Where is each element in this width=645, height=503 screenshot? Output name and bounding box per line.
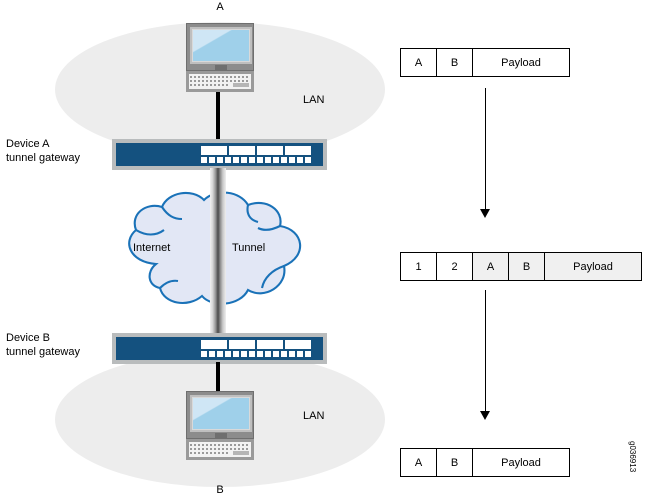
monitor-neck xyxy=(215,65,227,70)
monitor-bezel xyxy=(190,395,252,432)
device-b-chassis xyxy=(112,333,327,364)
lan-label-top: LAN xyxy=(303,94,325,106)
device-a-chassis xyxy=(112,139,327,170)
arrow-encapsulate xyxy=(480,88,491,220)
packet-cell: Payload xyxy=(473,449,569,476)
arrow-decapsulate xyxy=(480,290,491,422)
figure-id-text: g036913 xyxy=(628,441,637,473)
keyboard-keys xyxy=(189,74,251,89)
packet-cell: A xyxy=(473,253,509,280)
figure-id: g036913 xyxy=(628,441,645,472)
device-a-label-line1: Device A xyxy=(6,138,50,150)
packet-encapsulated: 1 2 A B Payload xyxy=(400,252,642,281)
link-device-b-to-host-b xyxy=(216,362,220,394)
monitor-screen xyxy=(192,29,250,62)
cloud-tunnel-label: Tunnel xyxy=(232,242,266,254)
packet-cell: Payload xyxy=(545,253,641,280)
packet-cell: B xyxy=(509,253,545,280)
link-host-a-to-device-a xyxy=(216,92,220,142)
keyboard-keys xyxy=(189,442,251,457)
packet-cell: B xyxy=(437,49,473,76)
packet-decapsulated: A B Payload xyxy=(400,448,570,477)
host-a-label: A xyxy=(216,1,224,13)
host-a-keyboard xyxy=(186,71,254,92)
host-a-monitor xyxy=(186,23,254,71)
monitor-bezel xyxy=(190,27,252,64)
device-b-label: Device B tunnel gateway xyxy=(6,332,106,359)
packet-cell: 1 xyxy=(401,253,437,280)
packet-cell: 2 xyxy=(437,253,473,280)
device-a-label-line2: tunnel gateway xyxy=(6,151,80,164)
packet-cell: A xyxy=(401,449,437,476)
cloud-internet-label: Internet xyxy=(133,242,171,254)
packet-original: A B Payload xyxy=(400,48,570,77)
monitor-screen xyxy=(192,397,250,430)
device-b-body xyxy=(116,337,323,360)
monitor-neck xyxy=(215,433,227,438)
tunnel-pipe-overlay xyxy=(210,186,226,333)
packet-cell: B xyxy=(437,449,473,476)
lan-label-bottom: LAN xyxy=(303,410,325,422)
packet-cell: Payload xyxy=(473,49,569,76)
host-b-label: B xyxy=(216,484,224,496)
device-b-label-line2: tunnel gateway xyxy=(6,345,80,358)
packet-cell: A xyxy=(401,49,437,76)
host-b-keyboard xyxy=(186,439,254,460)
device-a-label: Device A tunnel gateway xyxy=(6,138,106,165)
device-a-body xyxy=(116,143,323,166)
device-b-label-line1: Device B xyxy=(6,332,51,344)
host-b-monitor xyxy=(186,391,254,439)
